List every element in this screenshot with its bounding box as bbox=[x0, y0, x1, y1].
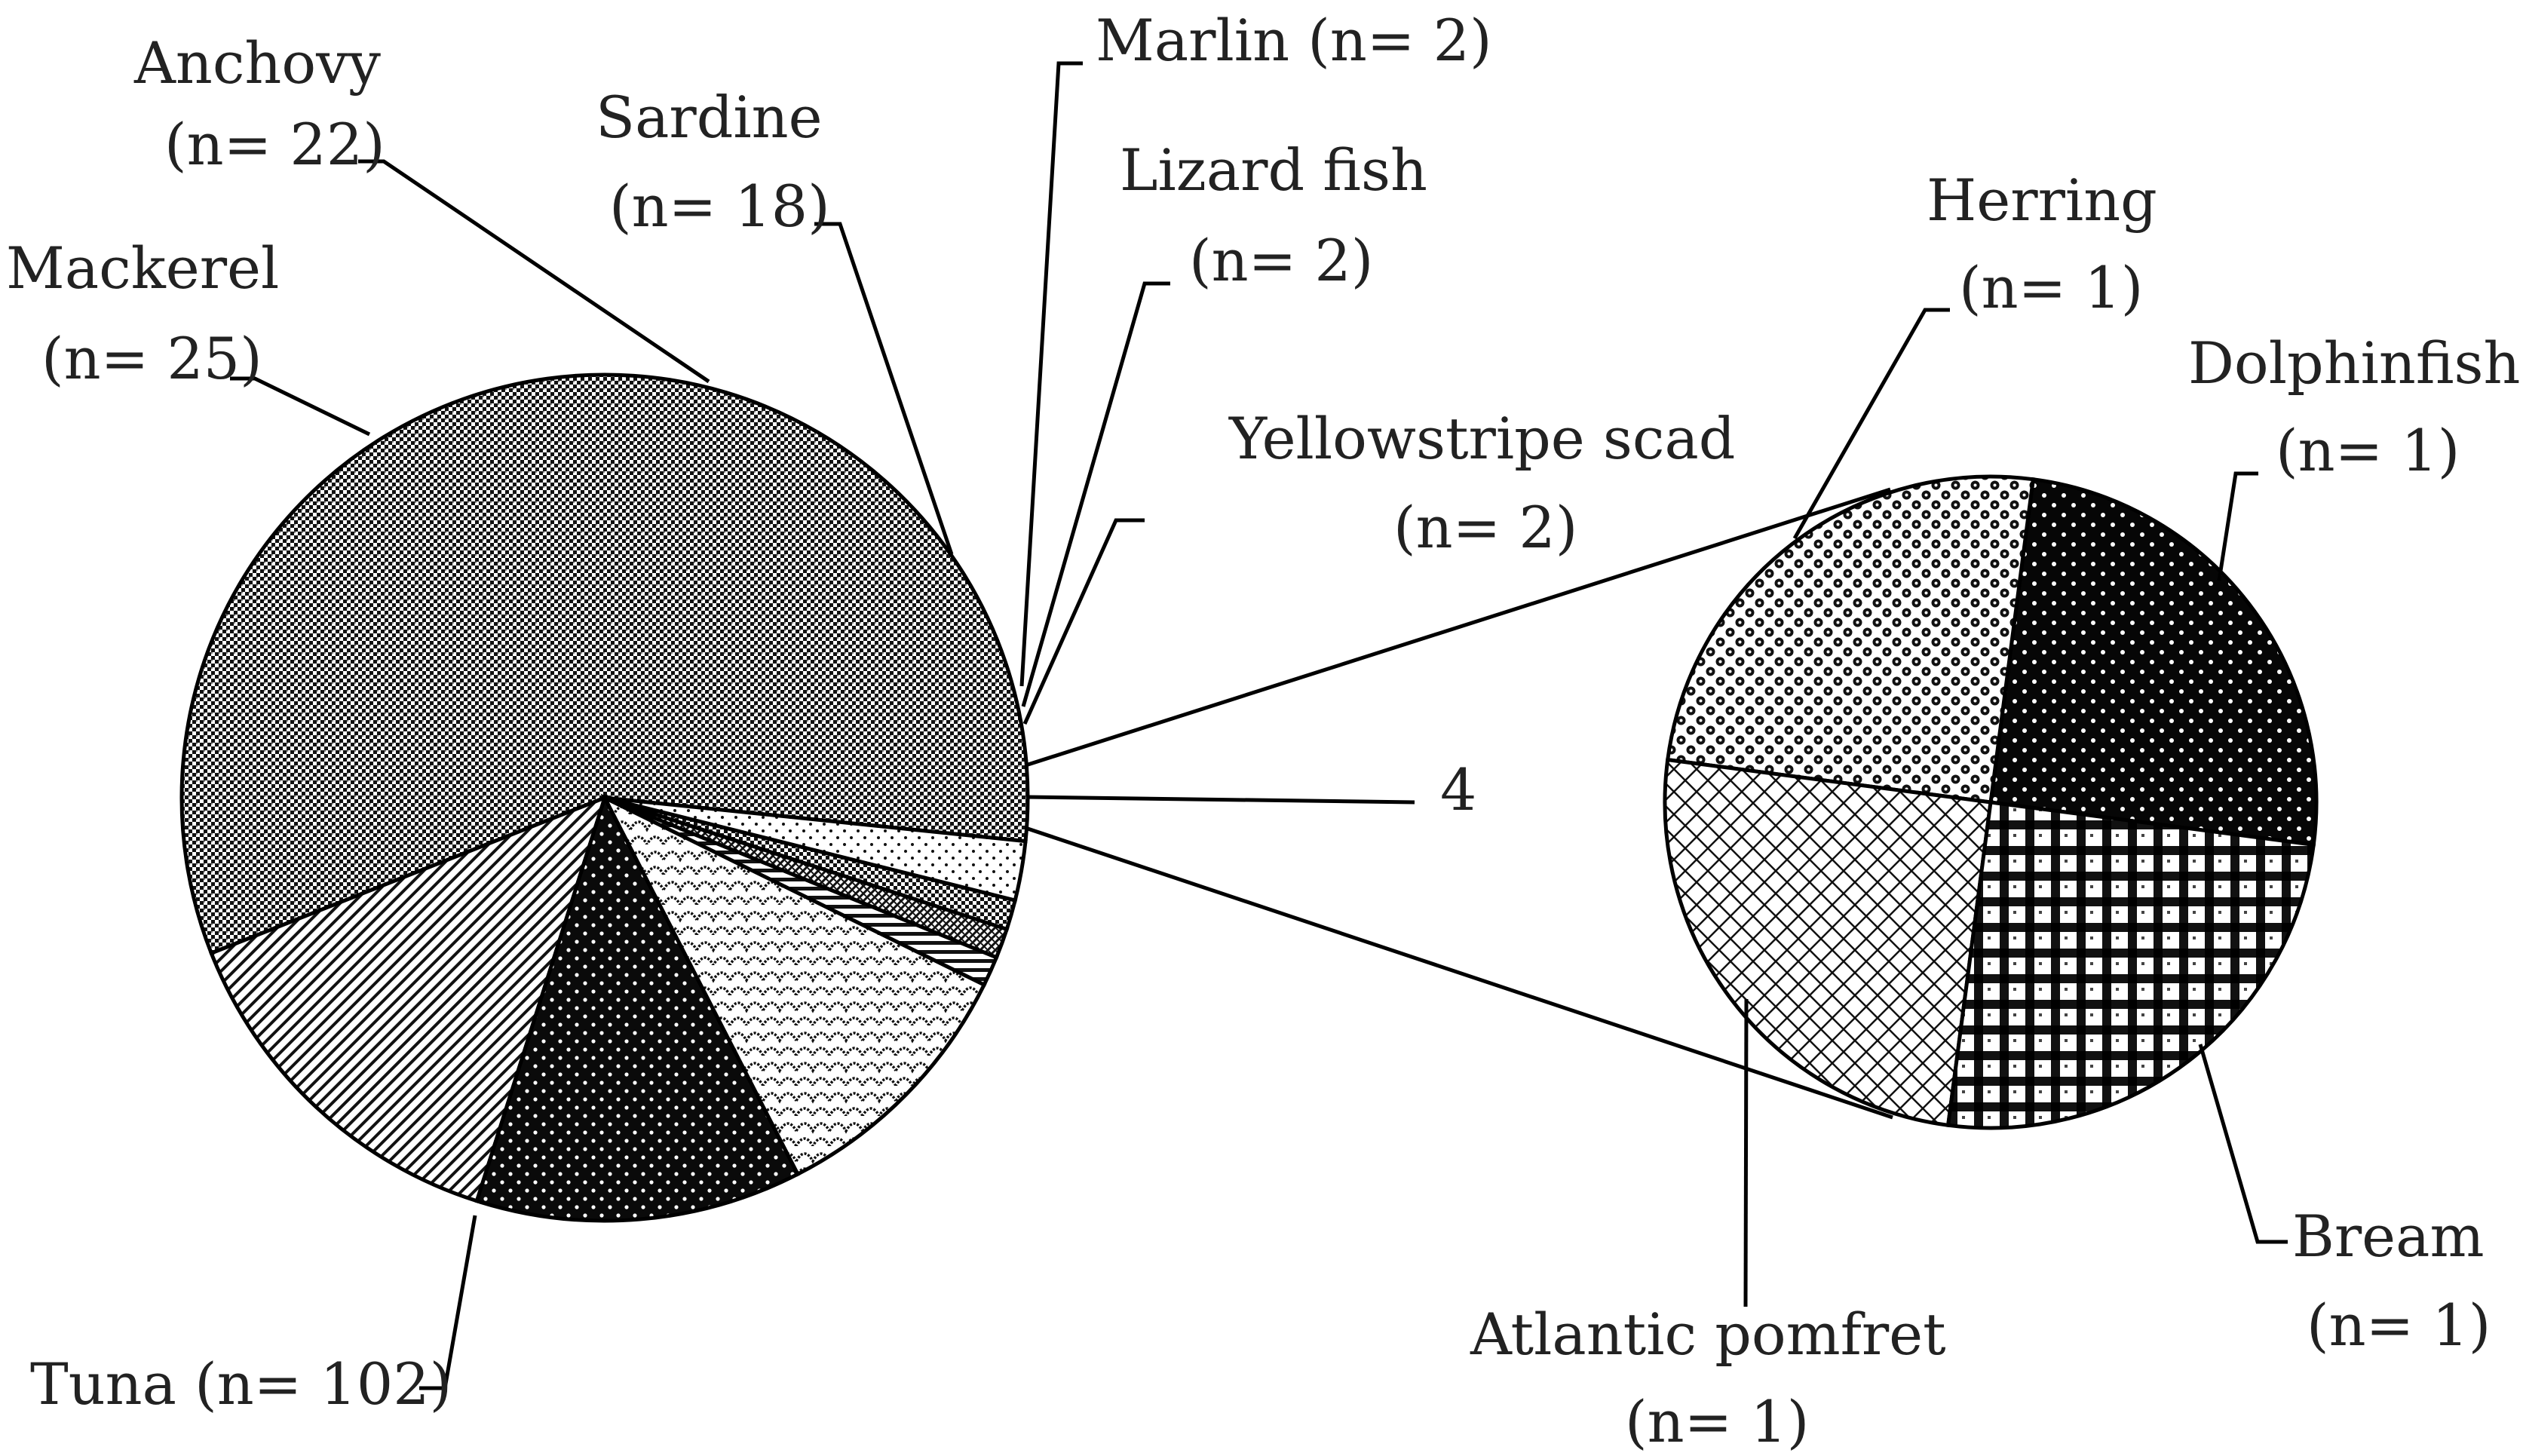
label-scad-count: (n= 2) bbox=[1393, 494, 1577, 561]
label-marlin-name: Marlin bbox=[1096, 7, 1289, 74]
label-mackerel-count: (n= 25) bbox=[41, 325, 262, 392]
label-bream-count: (n= 1) bbox=[2307, 1292, 2491, 1359]
leader-marlin bbox=[1019, 61, 1083, 687]
leader-lizard bbox=[1021, 281, 1170, 707]
label-marlin-count: (n= 2) bbox=[1307, 7, 1491, 74]
main-pie-slice-sardine bbox=[600, 793, 987, 1177]
label-dolphin-count: (n= 1) bbox=[2276, 417, 2460, 484]
label-scad-name: Yellowstripe scad bbox=[1228, 405, 1735, 472]
sub-pie-slice-bream bbox=[1663, 757, 1993, 1128]
label-other-count: 4 bbox=[1440, 756, 1476, 823]
label-lizard-count: (n= 2) bbox=[1189, 227, 1373, 294]
label-anchovy-count: (n= 22) bbox=[164, 111, 385, 178]
label-sardine-count: (n= 18) bbox=[609, 173, 830, 240]
label-anchovy-name: Anchovy bbox=[133, 29, 381, 97]
label-lizard-name: Lizard fish bbox=[1120, 136, 1427, 204]
leader-herring bbox=[1792, 308, 1950, 540]
leader-scad bbox=[1022, 518, 1145, 725]
label-mackerel-name: Mackerel bbox=[6, 234, 279, 302]
label-tuna-count: (n= 102) bbox=[195, 1350, 452, 1418]
label-herring-name: Herring bbox=[1927, 167, 2157, 234]
leader-anchovy bbox=[358, 159, 710, 384]
sub-pie bbox=[1663, 474, 2319, 1130]
leader-sardine bbox=[814, 222, 954, 555]
sub-pie-slice-pomfret bbox=[1945, 800, 2316, 1130]
main-pie-slice-anchovy bbox=[474, 792, 801, 1223]
label-tuna: Tuna (n= 102) bbox=[30, 1350, 452, 1418]
leader-mackerel bbox=[230, 376, 371, 437]
sub-pie-slice-herring bbox=[1988, 477, 2319, 848]
main-pie-slice-tuna bbox=[179, 372, 1030, 956]
label-pomfret-count: (n= 1) bbox=[1625, 1388, 1809, 1455]
label-marlin: Marlin (n= 2) bbox=[1096, 7, 1492, 74]
label-sardine-name: Sardine bbox=[596, 84, 823, 151]
leader-bream bbox=[2198, 1044, 2288, 1244]
leader-tuna bbox=[419, 1215, 477, 1390]
label-herring-count: (n= 1) bbox=[1959, 254, 2143, 321]
label-pomfret-name: Atlantic pomfret bbox=[1470, 1301, 1946, 1368]
main-pie-slice-other bbox=[604, 795, 1028, 903]
main-pie bbox=[179, 372, 1030, 1223]
label-dolphin-name: Dolphinfish bbox=[2188, 330, 2521, 397]
label-bream-name: Bream bbox=[2292, 1203, 2485, 1270]
sub-pie-slice-dolphin bbox=[1665, 474, 2036, 805]
connector-top bbox=[1022, 487, 1891, 768]
leader-dolphin bbox=[2217, 471, 2258, 581]
leader-other bbox=[1026, 795, 1415, 805]
label-tuna-name: Tuna bbox=[30, 1350, 176, 1418]
main-pie-slice-mackerel bbox=[208, 794, 608, 1203]
